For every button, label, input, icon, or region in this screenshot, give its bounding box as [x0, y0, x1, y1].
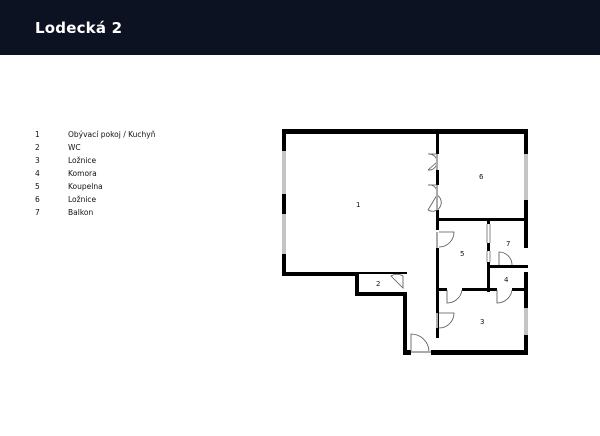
legend-num: 2 — [35, 143, 40, 152]
windows — [282, 151, 528, 335]
header-bar: Lodecká 2 — [0, 0, 600, 55]
legend-label: Koupelna — [68, 182, 103, 191]
walls — [282, 129, 528, 355]
room-label-7: 7 — [506, 240, 510, 248]
legend-num: 3 — [35, 156, 40, 165]
legend-label: Ložnice — [68, 195, 97, 204]
legend-num: 5 — [35, 182, 40, 191]
legend-item: 5 Koupelna — [35, 180, 156, 193]
legend-num: 4 — [35, 169, 40, 178]
room-label-3: 3 — [480, 318, 484, 326]
room-label-1: 1 — [356, 201, 360, 209]
legend-num: 1 — [35, 130, 40, 139]
room-label-2: 2 — [376, 280, 380, 288]
legend-num: 7 — [35, 208, 40, 217]
legend-num: 6 — [35, 195, 40, 204]
legend-label: Ložnice — [68, 156, 97, 165]
legend-item: 6 Ložnice — [35, 193, 156, 206]
legend-item: 4 Komora — [35, 167, 156, 180]
legend-label: Balkon — [68, 208, 94, 217]
room-label-6: 6 — [479, 173, 484, 181]
legend-item: 2 WC — [35, 141, 156, 154]
legend-item: 3 Ložnice — [35, 154, 156, 167]
legend-item: 7 Balkon — [35, 206, 156, 219]
room-label-4: 4 — [504, 276, 509, 284]
legend-item: 1 Obývací pokoj / Kuchyň — [35, 128, 156, 141]
legend-label: Komora — [68, 169, 97, 178]
legend-label: WC — [68, 143, 81, 152]
legend-label: Obývací pokoj / Kuchyň — [68, 130, 156, 139]
page-title: Lodecká 2 — [35, 19, 123, 37]
room-label-5: 5 — [460, 250, 464, 258]
doors — [390, 153, 513, 353]
room-labels: 1 2 3 4 5 6 7 — [356, 173, 510, 326]
